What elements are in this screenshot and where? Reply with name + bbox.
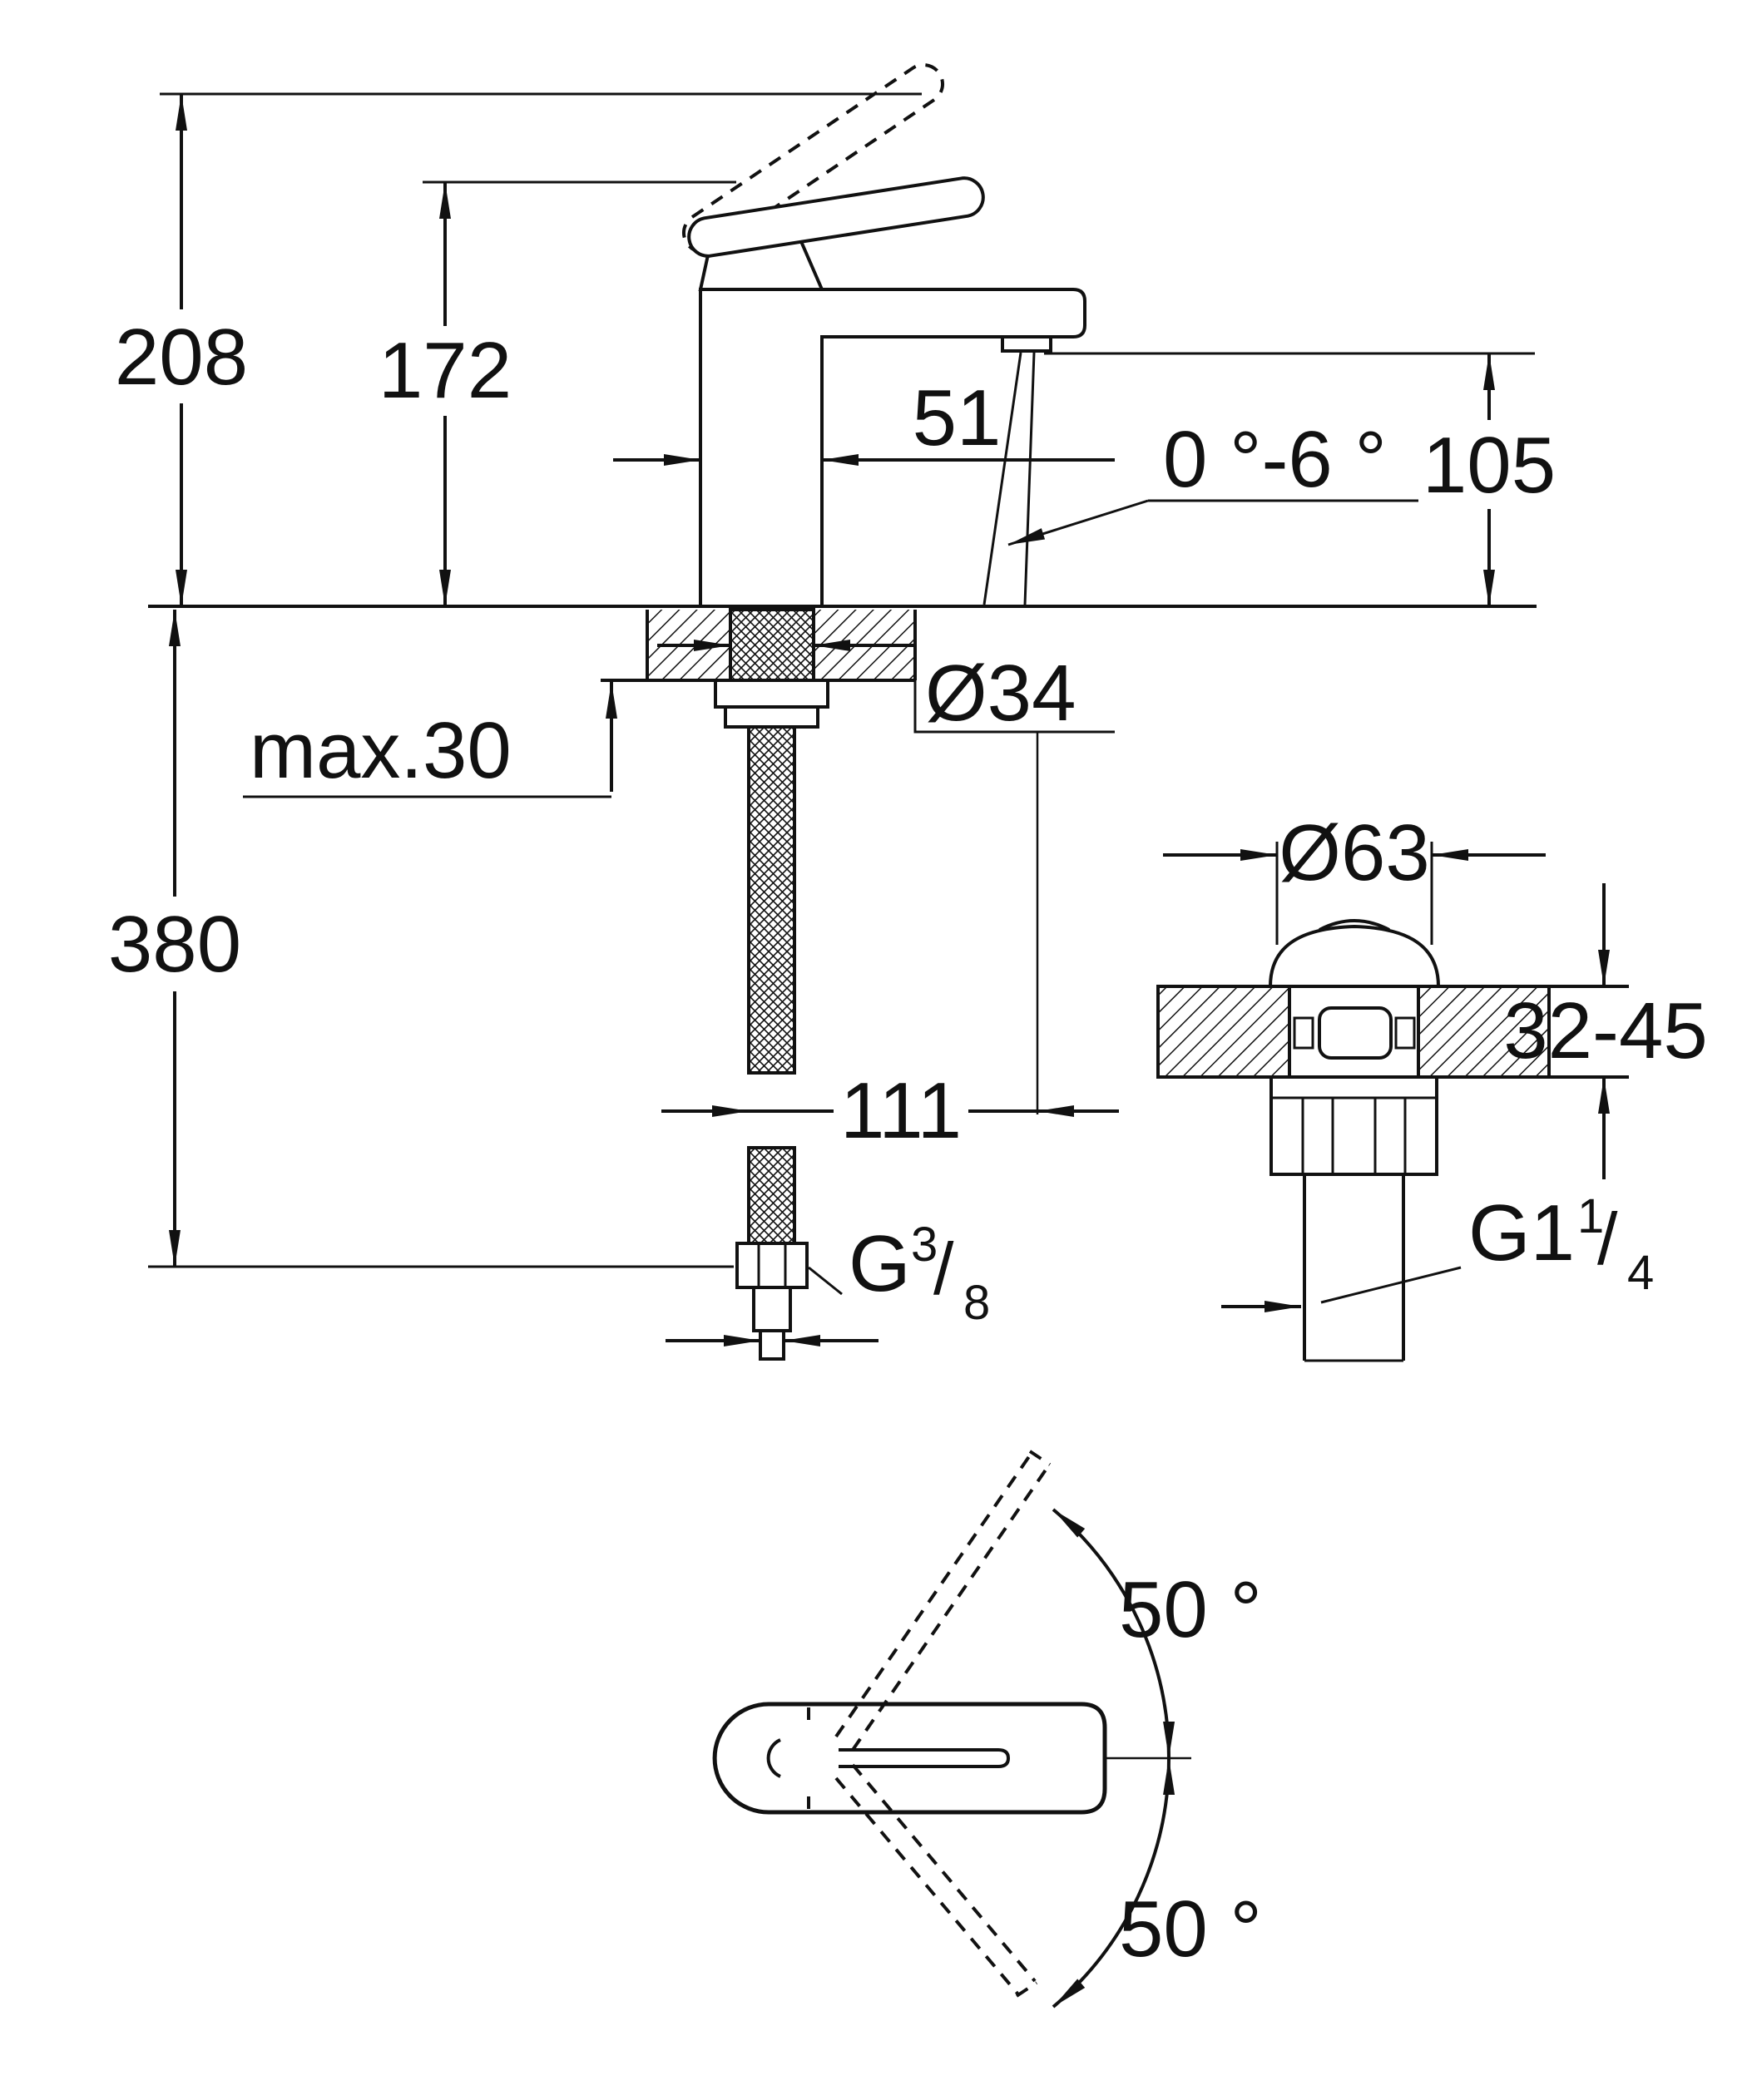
drain-valve-section-view bbox=[1156, 919, 1629, 1362]
faucet-body-outline bbox=[699, 288, 1086, 608]
lever-lower-swing-dashed bbox=[834, 1763, 1038, 1998]
drain-body-walls bbox=[1288, 986, 1420, 1077]
label-g114-prefix: G1 bbox=[1468, 1188, 1575, 1277]
mounting-nut bbox=[714, 679, 829, 709]
drain-deck-hatch-right bbox=[1418, 986, 1549, 1077]
drain-locknut bbox=[1269, 1075, 1438, 1176]
label-g38-denominator: 8 bbox=[963, 1276, 990, 1330]
stream-angle-leader bbox=[1007, 499, 1149, 546]
label-g38-prefix: G bbox=[849, 1219, 911, 1308]
mounting-washer bbox=[724, 705, 819, 729]
hose-hex-nut bbox=[735, 1242, 809, 1289]
supply-shank-and-hose bbox=[714, 608, 829, 1361]
drain-cap-knob bbox=[1319, 919, 1390, 931]
label-111: 111 bbox=[840, 1066, 962, 1155]
overflow-slot-right bbox=[1394, 1016, 1416, 1050]
d34-flag-lines bbox=[913, 645, 1115, 734]
drain-cap-dome bbox=[1268, 924, 1441, 988]
upper-swing-arc bbox=[1052, 1508, 1175, 1759]
hex-nut-facets bbox=[757, 1243, 787, 1287]
label-d34: Ø34 bbox=[925, 649, 1076, 738]
hose-fitting-thread bbox=[759, 1329, 785, 1361]
faucet-side-view bbox=[681, 63, 1086, 608]
dimensions: 208 172 51 0 °-6 ° 105 max.30 Ø34 3 bbox=[108, 92, 1708, 1346]
label-172: 172 bbox=[379, 326, 512, 415]
hose-fitting-body bbox=[752, 1286, 792, 1332]
label-max30: max.30 bbox=[250, 706, 512, 795]
g38-leader bbox=[808, 1266, 843, 1296]
lever-slot bbox=[839, 1748, 1011, 1768]
g114-leader bbox=[1320, 1266, 1462, 1304]
overflow-window bbox=[1318, 1006, 1393, 1060]
drain-deck-hatch-left bbox=[1158, 986, 1289, 1077]
label-g38-numerator: 3 bbox=[911, 1218, 938, 1272]
cartridge-mark bbox=[766, 1738, 781, 1778]
label-380: 380 bbox=[108, 900, 241, 989]
label-g38-slash: / bbox=[933, 1228, 954, 1310]
water-stream-lines bbox=[982, 352, 1036, 605]
label-208: 208 bbox=[115, 313, 248, 402]
label-g114-numerator: 1 bbox=[1577, 1189, 1604, 1243]
upper-swing-angle-label: 50 ° bbox=[1119, 1565, 1262, 1654]
label-51: 51 bbox=[913, 373, 1002, 462]
drain-tailpipe bbox=[1303, 1174, 1405, 1361]
handle-capsule-outline bbox=[712, 1702, 1107, 1815]
aerator-outlet bbox=[1001, 335, 1052, 353]
label-d63: Ø63 bbox=[1279, 808, 1429, 897]
label-105: 105 bbox=[1423, 421, 1556, 510]
locknut-facets bbox=[1271, 1096, 1437, 1174]
lower-swing-angle-label: 50 ° bbox=[1119, 1885, 1262, 1974]
lever-handle bbox=[687, 176, 985, 258]
lever-raised-position-dashed bbox=[681, 63, 945, 254]
label-g114-slash: / bbox=[1597, 1198, 1618, 1280]
lever-upper-swing-dashed bbox=[834, 1450, 1052, 1752]
handle-top-view: 50 ° 50 ° bbox=[712, 1450, 1262, 2009]
label-stream-angle: 0 °-6 ° bbox=[1163, 415, 1387, 504]
flex-hose-lower bbox=[747, 1146, 796, 1245]
lower-swing-arc bbox=[1052, 1757, 1175, 2009]
overflow-slot-left bbox=[1293, 1016, 1314, 1050]
label-g114-denominator: 4 bbox=[1627, 1246, 1654, 1300]
flex-hose-upper bbox=[747, 725, 796, 1075]
label-3245: 32-45 bbox=[1503, 986, 1708, 1075]
threaded-shank bbox=[729, 608, 815, 682]
